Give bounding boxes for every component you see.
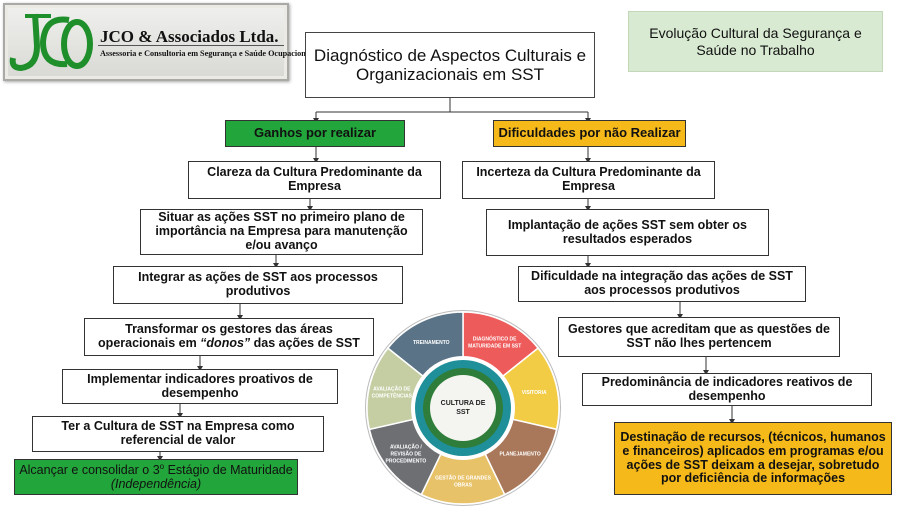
right-item-1-text: Incerteza da Cultura Predominante da Emp… <box>476 165 701 193</box>
wheel-segment-6-label: AVALIAÇÃO DE <box>373 385 411 392</box>
right-item-3: Dificuldade na integração das ações de S… <box>518 266 806 302</box>
right-item-4: Gestores que acreditam que as questões d… <box>558 317 840 357</box>
wheel-center-line-1: CULTURA DE <box>441 400 486 407</box>
wheel-segment-2-label: VISITORIA <box>522 390 547 396</box>
right-heading-text: Dificuldades por não Realizar <box>498 125 681 141</box>
left-item-1: Clareza da Cultura Predominante da Empre… <box>188 161 441 199</box>
wheel-center <box>430 375 496 441</box>
wheel-segment-3-label: PLANEJAMENTO <box>499 452 540 458</box>
right-heading: Dificuldades por não Realizar <box>493 120 686 147</box>
right-item-4-text: Gestores que acreditam que as questões d… <box>568 322 830 350</box>
wheel-segment-5-label: REVISÃO DE <box>390 451 422 458</box>
company-logo: JCO & Associados Ltda. Assessoria e Cons… <box>3 3 312 81</box>
right-item-6: Destinação de recursos, (técnicos, human… <box>614 422 892 495</box>
left-item-5-text: Implementar indicadores proativos de des… <box>87 371 313 400</box>
left-item-3: Integrar as ações de SST aos processos p… <box>113 266 403 304</box>
left-final-stage-text: Alcançar e consolidar o 3o Estágio de Ma… <box>19 461 293 492</box>
left-item-5: Implementar indicadores proativos de des… <box>62 369 338 404</box>
right-item-5-text: Predominância de indicadores reativos de… <box>601 374 853 403</box>
diagram-title-text: Diagnóstico de Aspectos Culturais e Orga… <box>313 45 587 84</box>
wheel-segment-5-label: PROCEDIMENTO <box>386 459 427 465</box>
right-item-1: Incerteza da Cultura Predominante da Emp… <box>462 161 715 199</box>
left-item-2-text: Situar as ações SST no primeiro plano de… <box>155 210 408 252</box>
wheel-segment-5-label: AVALIAÇÃO / <box>390 444 422 451</box>
left-item-4-text: Transformar os gestores das áreas operac… <box>89 322 369 351</box>
owners-text-post: das ações de SST <box>250 336 360 350</box>
final-mid: Estágio de Maturidade <box>164 462 293 477</box>
final-sup: o <box>159 461 165 471</box>
left-heading-text: Ganhos por realizar <box>253 125 377 141</box>
side-title: Evolução Cultural da Segurança e Saúde n… <box>628 11 883 72</box>
wheel-segment-6-label: COMPETÊNCIAS <box>372 391 413 399</box>
final-emph: (Independência) <box>110 476 202 491</box>
wheel-segment-4-label: GESTÃO DE GRANDES <box>435 475 492 482</box>
left-item-3-text: Integrar as ações de SST aos processos p… <box>138 270 378 298</box>
right-item-5: Predominância de indicadores reativos de… <box>582 373 872 406</box>
right-item-6-text: Destinação de recursos, (técnicos, human… <box>620 430 886 486</box>
left-item-1-text: Clareza da Cultura Predominante da Empre… <box>207 165 422 193</box>
final-pre: Alcançar e consolidar o 3 <box>19 462 160 477</box>
wheel-segment-4-label: OBRAS <box>454 483 473 489</box>
jco-monogram-icon <box>9 13 93 72</box>
right-item-2: Implantação de ações SST sem obter os re… <box>486 209 769 256</box>
logo-name: JCO & Associados Ltda. <box>100 27 279 46</box>
left-final-stage: Alcançar e consolidar o 3o Estágio de Ma… <box>14 459 298 495</box>
wheel-center-line-2: SST <box>456 409 470 416</box>
logo-divider <box>98 45 284 46</box>
owners-text-emph: “donos” <box>200 336 251 350</box>
owners-text-pre: Transformar os gestores das áreas operac… <box>98 322 333 350</box>
left-item-6: Ter a Cultura de SST na Empresa como ref… <box>32 416 324 452</box>
right-item-3-text: Dificuldade na integração das ações de S… <box>531 269 793 297</box>
wheel-segment-1-label: MATURIDADE EM SST <box>468 344 521 350</box>
left-item-6-text: Ter a Cultura de SST na Empresa como ref… <box>61 419 295 447</box>
left-item-4: Transformar os gestores das áreas operac… <box>84 318 374 356</box>
left-heading: Ganhos por realizar <box>225 120 405 147</box>
wheel-segment-1-label: DIAGNÓSTICO DE <box>473 335 517 343</box>
diagram-title: Diagnóstico de Aspectos Culturais e Orga… <box>305 32 595 98</box>
wheel-segment-7-label: TREINAMENTO <box>413 340 450 346</box>
right-item-2-text: Implantação de ações SST sem obter os re… <box>508 217 747 246</box>
left-item-2: Situar as ações SST no primeiro plano de… <box>140 209 423 255</box>
logo-subtitle: Assessoria e Consultoria em Segurança e … <box>100 49 313 58</box>
side-title-text: Evolução Cultural da Segurança e Saúde n… <box>649 24 862 58</box>
